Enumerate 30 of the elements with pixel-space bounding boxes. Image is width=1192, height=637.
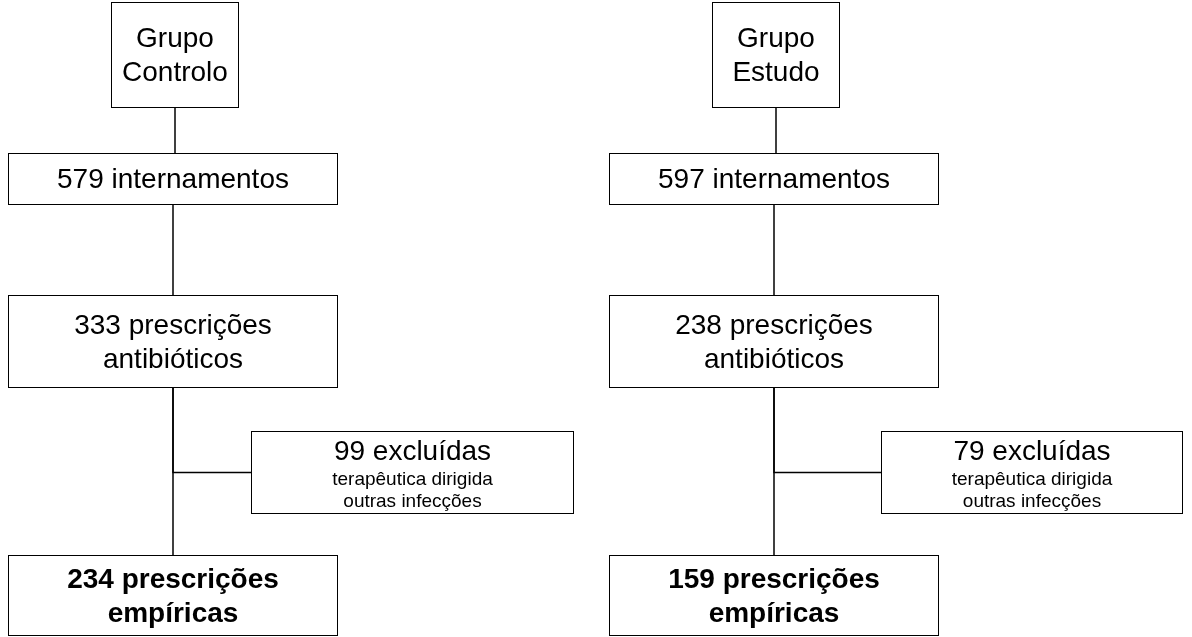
connector-line — [172, 204, 174, 296]
box-text: 333 prescrições antibióticos — [73, 307, 273, 376]
process-box — [251, 431, 574, 514]
process-box — [111, 2, 239, 108]
process-box — [881, 431, 1183, 514]
box-text: Grupo Controlo — [121, 21, 229, 89]
note-text: terapêutica dirigida — [951, 468, 1113, 490]
connector-line — [172, 387, 174, 556]
process-box — [8, 153, 338, 205]
note-text: terapêutica dirigida — [332, 468, 493, 490]
box-text: 234 prescrições empíricas — [66, 561, 280, 630]
connector-line — [773, 204, 775, 296]
process-box — [609, 153, 939, 205]
box-text: 238 prescrições antibióticos — [674, 307, 874, 376]
note-text: outras infecções — [343, 490, 482, 512]
box-text: 99 excluídas — [333, 434, 492, 468]
connector-line — [775, 107, 777, 154]
process-box — [8, 295, 338, 388]
box-text: Grupo Estudo — [731, 21, 821, 89]
connector-line — [773, 387, 775, 556]
connector-line — [174, 107, 176, 154]
box-text: 597 internamentos — [658, 162, 890, 196]
process-box — [609, 295, 939, 388]
box-text: 79 excluídas — [953, 434, 1111, 468]
box-text: 579 internamentos — [57, 162, 289, 196]
process-box — [712, 2, 840, 108]
note-text: outras infecções — [962, 490, 1102, 512]
process-box — [609, 555, 939, 636]
process-box — [8, 555, 338, 636]
box-text: 159 prescrições empíricas — [667, 561, 881, 630]
